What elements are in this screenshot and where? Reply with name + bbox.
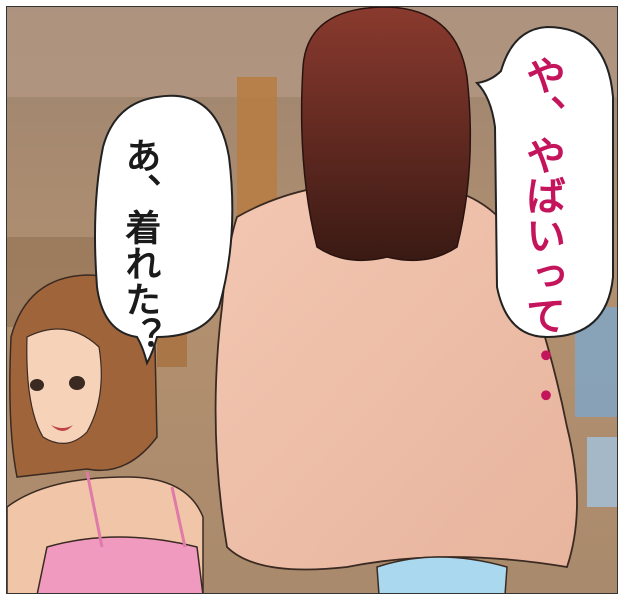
woman-right-hair: [300, 7, 472, 262]
girl-left-eye-1: [30, 379, 44, 391]
woman-right: [214, 7, 578, 593]
speech-text-right-line-2: やばいって・・: [519, 135, 565, 415]
window-right-lower: [587, 437, 617, 507]
girl-left-strap-1: [85, 471, 104, 548]
speech-text-left: あ、着れた？: [119, 137, 160, 353]
speech-text-left-line-1: あ、: [119, 137, 161, 209]
girl-left-strap-2: [170, 486, 187, 548]
speech-bubble-left: [94, 94, 234, 366]
girl-left-camisole: [36, 536, 204, 593]
speech-text-right-line-1: や、: [519, 55, 565, 135]
girl-left-eye-2: [69, 376, 85, 390]
girl-left: [7, 274, 204, 593]
girl-left-mouth: [51, 425, 73, 431]
panel-artwork: [7, 7, 617, 593]
woman-right-underwear: [376, 556, 508, 593]
speech-bubble-right: [474, 25, 614, 339]
speech-text-left-line-2: 着れた？: [119, 209, 161, 353]
manga-panel: や、やばいって・・ あ、着れた？: [6, 6, 618, 594]
speech-text-right: や、やばいって・・: [519, 55, 565, 415]
girl-left-face: [26, 328, 102, 444]
